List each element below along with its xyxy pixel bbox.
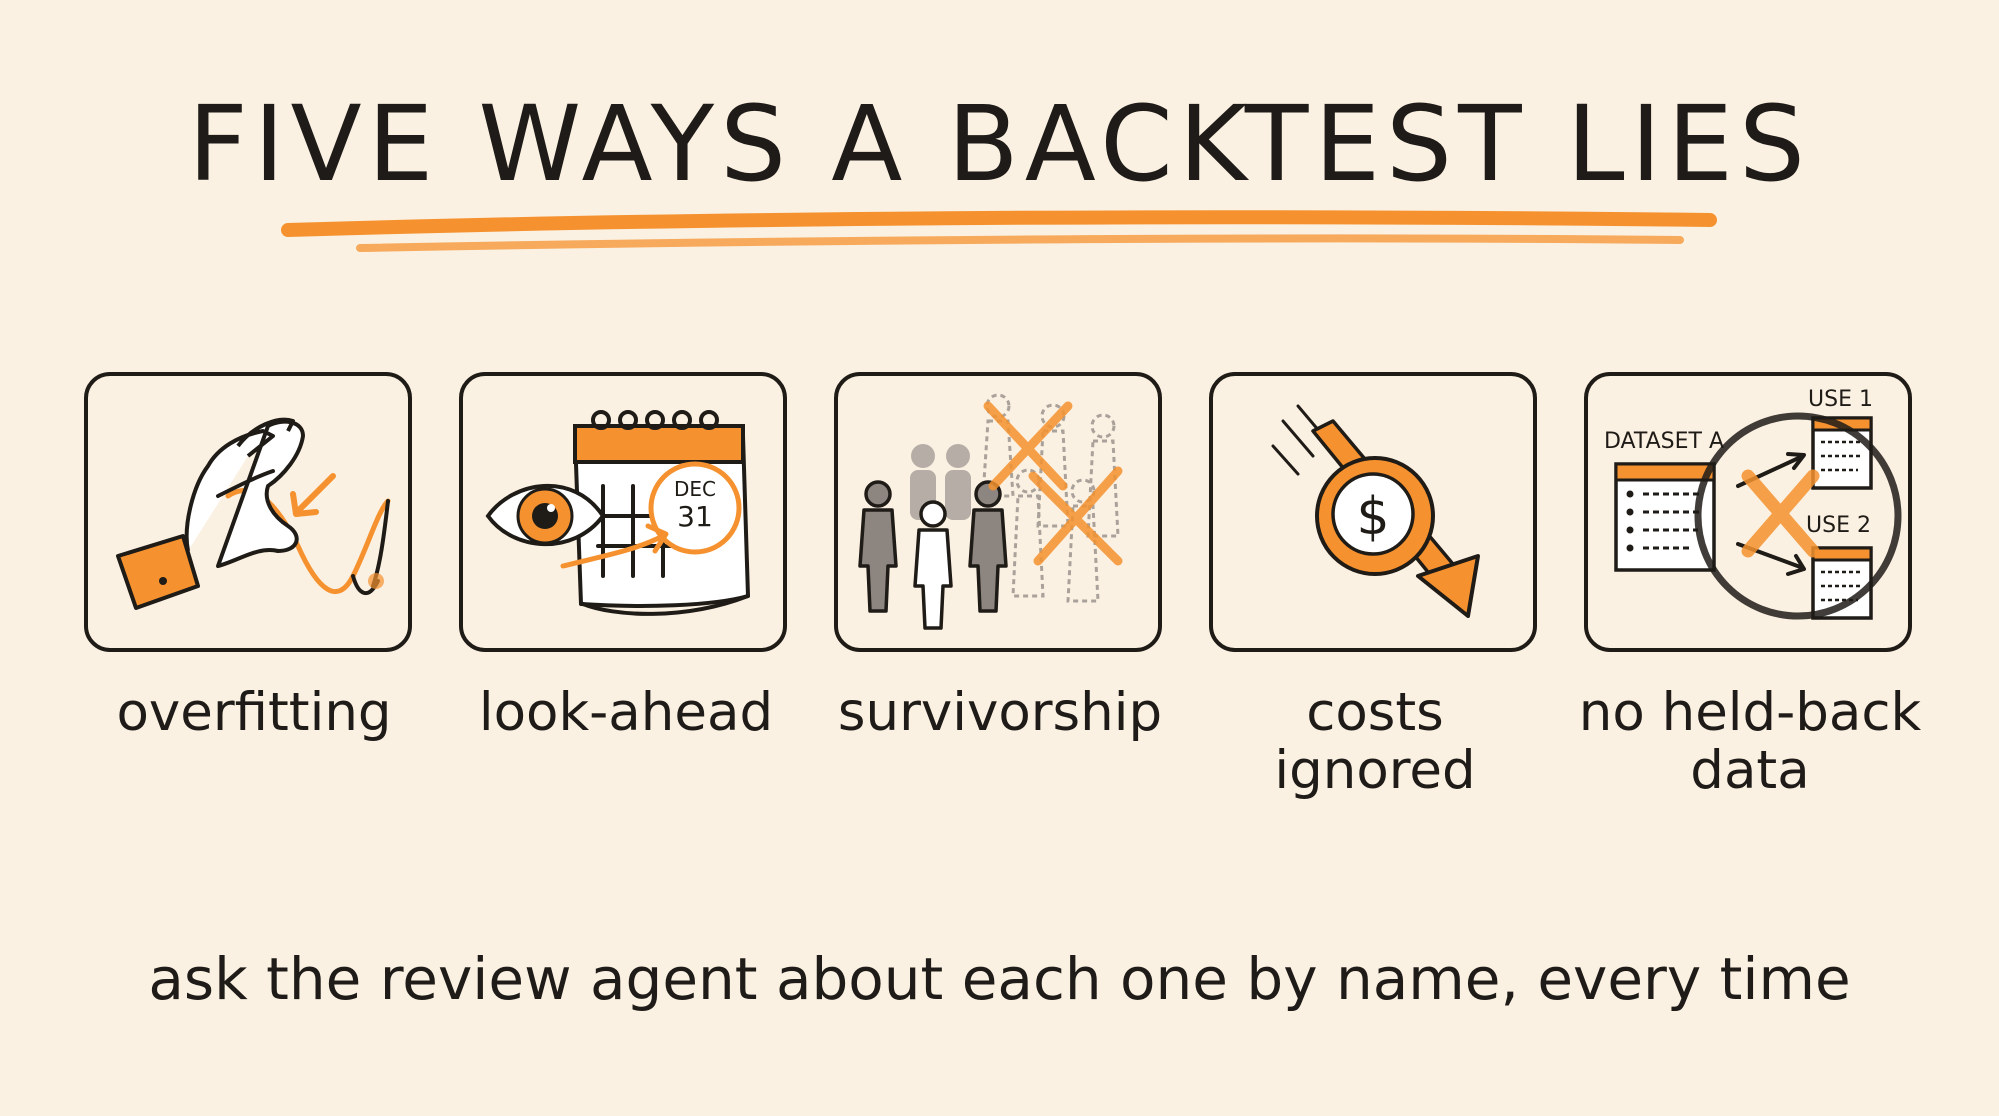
panel-survivorship: [834, 372, 1162, 652]
hand-bending-curve-icon: [116, 417, 391, 610]
use2-label: USE 2: [1806, 513, 1871, 538]
label-survivorship: survivorship: [837, 682, 1163, 743]
page-title: FIVE WAYS A BACKTEST LIES: [187, 83, 1811, 205]
panel-no-held-back-data: DATASET A USE 1 USE 2: [1584, 372, 1912, 652]
dataset-label: DATASET A: [1604, 429, 1724, 454]
panel-look-ahead: DEC 31: [459, 372, 787, 652]
dataset-reuse-icon: DATASET A USE 1 USE 2: [1604, 387, 1902, 620]
eye-calendar-icon: DEC 31: [485, 410, 750, 616]
panel-costs-ignored: $: [1209, 372, 1537, 652]
footer-note: ask the review agent about each one by n…: [148, 945, 1851, 1013]
label-look-ahead: look-ahead: [478, 682, 774, 743]
calendar-day: 31: [677, 500, 713, 533]
title-underline: [281, 210, 1717, 252]
dollar-sign: $: [1356, 487, 1389, 547]
use1-label: USE 1: [1808, 387, 1873, 412]
panel-overfitting: [84, 372, 412, 652]
label-overfitting: overfitting: [116, 682, 392, 743]
crossed-out-people-icon: [858, 393, 1123, 630]
falling-dollar-coin-icon: $: [1271, 404, 1480, 618]
calendar-month: DEC: [674, 477, 716, 501]
